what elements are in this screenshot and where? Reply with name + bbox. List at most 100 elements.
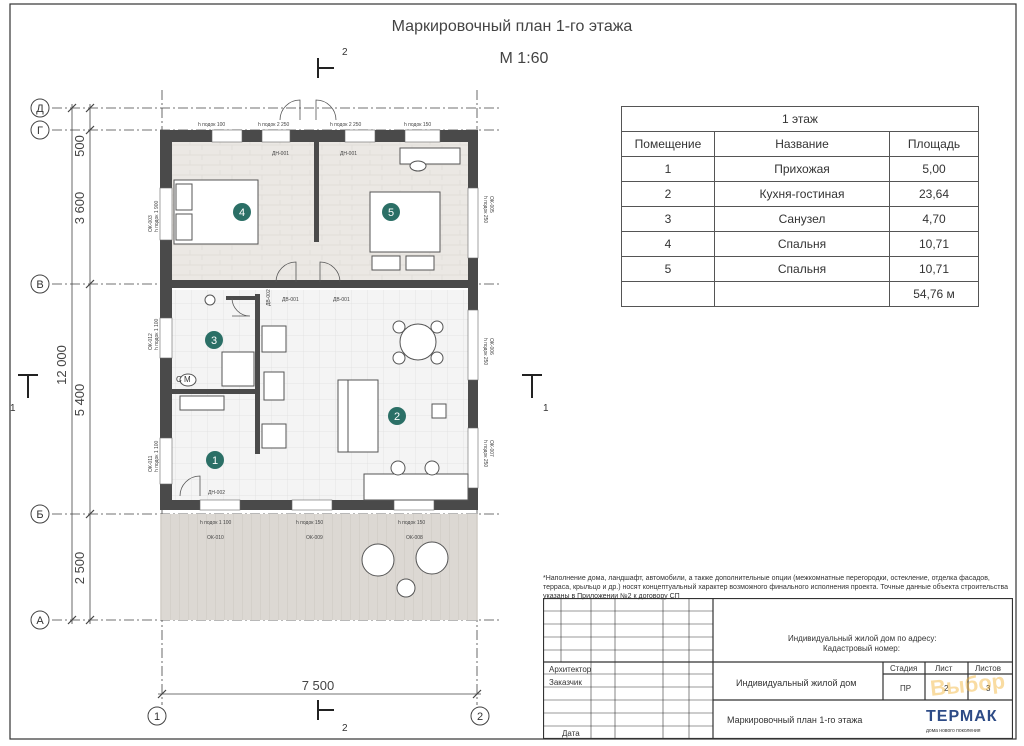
stamp-stage: ПР (900, 684, 912, 693)
win-left-1h: h подок 1 900 (154, 200, 160, 232)
terrace-2h: h подок 150 (296, 520, 323, 526)
stamp-sheets-header: Листов (975, 664, 1001, 673)
section-bottom-label: 2 (342, 723, 348, 734)
table-cell: 4,70 (889, 206, 979, 232)
dim-2500: 2 500 (72, 552, 87, 585)
table-total-row: 54,76 м (621, 281, 979, 307)
stamp-sheets: 3 (986, 684, 991, 693)
table-cell: Санузел (714, 206, 890, 232)
table-total: 54,76 м (889, 281, 979, 307)
stamp-customer: Заказчик (549, 678, 582, 687)
door-dn1a: ДН-001 (272, 151, 289, 157)
door-dv2: ДВ-002 (266, 289, 272, 306)
room-schedule-table: 1 этаж Помещение Название Площадь 1 Прих… (621, 106, 979, 307)
stamp-sheet-title: Маркировочный план 1-го этажа (727, 715, 863, 725)
furniture (173, 147, 469, 598)
stamp-stage-header: Стадия (890, 664, 918, 673)
section-top-label: 2 (342, 47, 348, 58)
win-right-1h: h подок 250 (482, 196, 488, 223)
door-dv1a: ДВ-001 (282, 297, 299, 303)
win-left-2h: h подок 1 100 (154, 318, 160, 350)
win-left-3h: h подок 1 100 (154, 440, 160, 472)
logo-subtitle: дома нового поколения (926, 728, 981, 734)
table-cell: 23,64 (889, 181, 979, 207)
marker-top-1: h подок 100 (198, 122, 225, 128)
stamp-address: Индивидуальный жилой дом по адресу: (788, 634, 937, 643)
dim-width: 7 500 (302, 678, 335, 693)
axis-label-a: А (36, 615, 44, 627)
title-block (543, 598, 1013, 740)
axis-label-v: В (36, 279, 43, 291)
disclaimer-note: *Наполнение дома, ландшафт, автомобили, … (543, 575, 1008, 600)
axis-label-g: Г (37, 125, 43, 137)
section-right-label: 1 (543, 403, 549, 414)
dim-5400: 5 400 (72, 384, 87, 417)
doors (179, 99, 341, 497)
door-dn2: ДН-002 (208, 490, 225, 496)
section-marks (18, 58, 542, 720)
table-cell: 10,71 (889, 231, 979, 257)
termak-logo: Выбор ТЕРМАК дома нового поколения (924, 668, 1010, 736)
axis-bubbles (30, 98, 490, 726)
room-marker-2: 2 (394, 411, 400, 423)
table-cell: 1 (621, 156, 715, 182)
stamp-architect: Архитектор (549, 665, 592, 674)
table-row: 5 Спальня 10,71 (621, 256, 979, 282)
table-row: 3 Санузел 4,70 (621, 206, 979, 232)
wc-label: С М (176, 375, 191, 384)
terrace-1h: h подок 1 100 (200, 520, 232, 526)
windows (159, 129, 479, 511)
table-header: Помещение (621, 131, 715, 157)
terrace-3h: h подок 150 (398, 520, 425, 526)
room-marker-3: 3 (211, 335, 217, 347)
logo-text: ТЕРМАК (926, 708, 998, 725)
table-row: 1 Прихожая 5,00 (621, 156, 979, 182)
table-cell: Прихожая (714, 156, 890, 182)
win-right-3h: h подок 250 (482, 440, 488, 467)
table-cell: 2 (621, 181, 715, 207)
table-cell: 5 (621, 256, 715, 282)
table-cell: 3 (621, 206, 715, 232)
marker-top-4: h подок 150 (404, 122, 431, 128)
stamp-cadastre: Кадастровый номер: (823, 644, 900, 653)
marker-top-2: h подок 2 250 (258, 122, 290, 128)
win-right-2h: h подок 250 (482, 338, 488, 365)
terrace-3: ОК-008 (406, 535, 423, 541)
table-cell (621, 281, 715, 307)
table-cell (714, 281, 890, 307)
door-dn1b: ДН-001 (340, 151, 357, 157)
dim-3600: 3 600 (72, 192, 87, 225)
win-left-2: ОК-012 (148, 333, 154, 350)
table-header: Название (714, 131, 890, 157)
axis-label-d: Д (36, 103, 44, 115)
table-cell: 10,71 (889, 256, 979, 282)
table-cell: Спальня (714, 256, 890, 282)
room-marker-1: 1 (212, 455, 218, 467)
axis-label-2: 2 (477, 711, 483, 723)
table-row: 2 Кухня-гостиная 23,64 (621, 181, 979, 207)
table-cell: Кухня-гостиная (714, 181, 890, 207)
door-dv1b: ДВ-001 (333, 297, 350, 303)
win-left-3: ОК-011 (148, 455, 154, 472)
scale-label: М 1:60 (499, 50, 549, 67)
table-row: 4 Спальня 10,71 (621, 231, 979, 257)
table-caption: 1 этаж (621, 106, 979, 132)
win-right-1: ОК-005 (488, 196, 494, 213)
table-cell: Спальня (714, 231, 890, 257)
table-cell: 5,00 (889, 156, 979, 182)
section-left-label: 1 (10, 403, 16, 414)
win-right-2: ОК-006 (488, 338, 494, 355)
dim-total: 12 000 (54, 345, 69, 385)
page-title: Маркировочный план 1-го этажа (391, 18, 633, 35)
room-marker-5: 5 (388, 207, 394, 219)
stamp-sheet-header: Лист (935, 664, 953, 673)
win-right-3: ОК-007 (488, 440, 494, 457)
room-marker-4: 4 (239, 207, 245, 219)
axis-label-b: Б (36, 509, 43, 521)
stamp-date: Дата (562, 729, 580, 738)
stamp-house: Индивидуальный жилой дом (736, 678, 857, 688)
stamp-sheet: 2 (944, 684, 949, 693)
dimension-lines (67, 103, 482, 699)
terrace-1: ОК-010 (207, 535, 224, 541)
